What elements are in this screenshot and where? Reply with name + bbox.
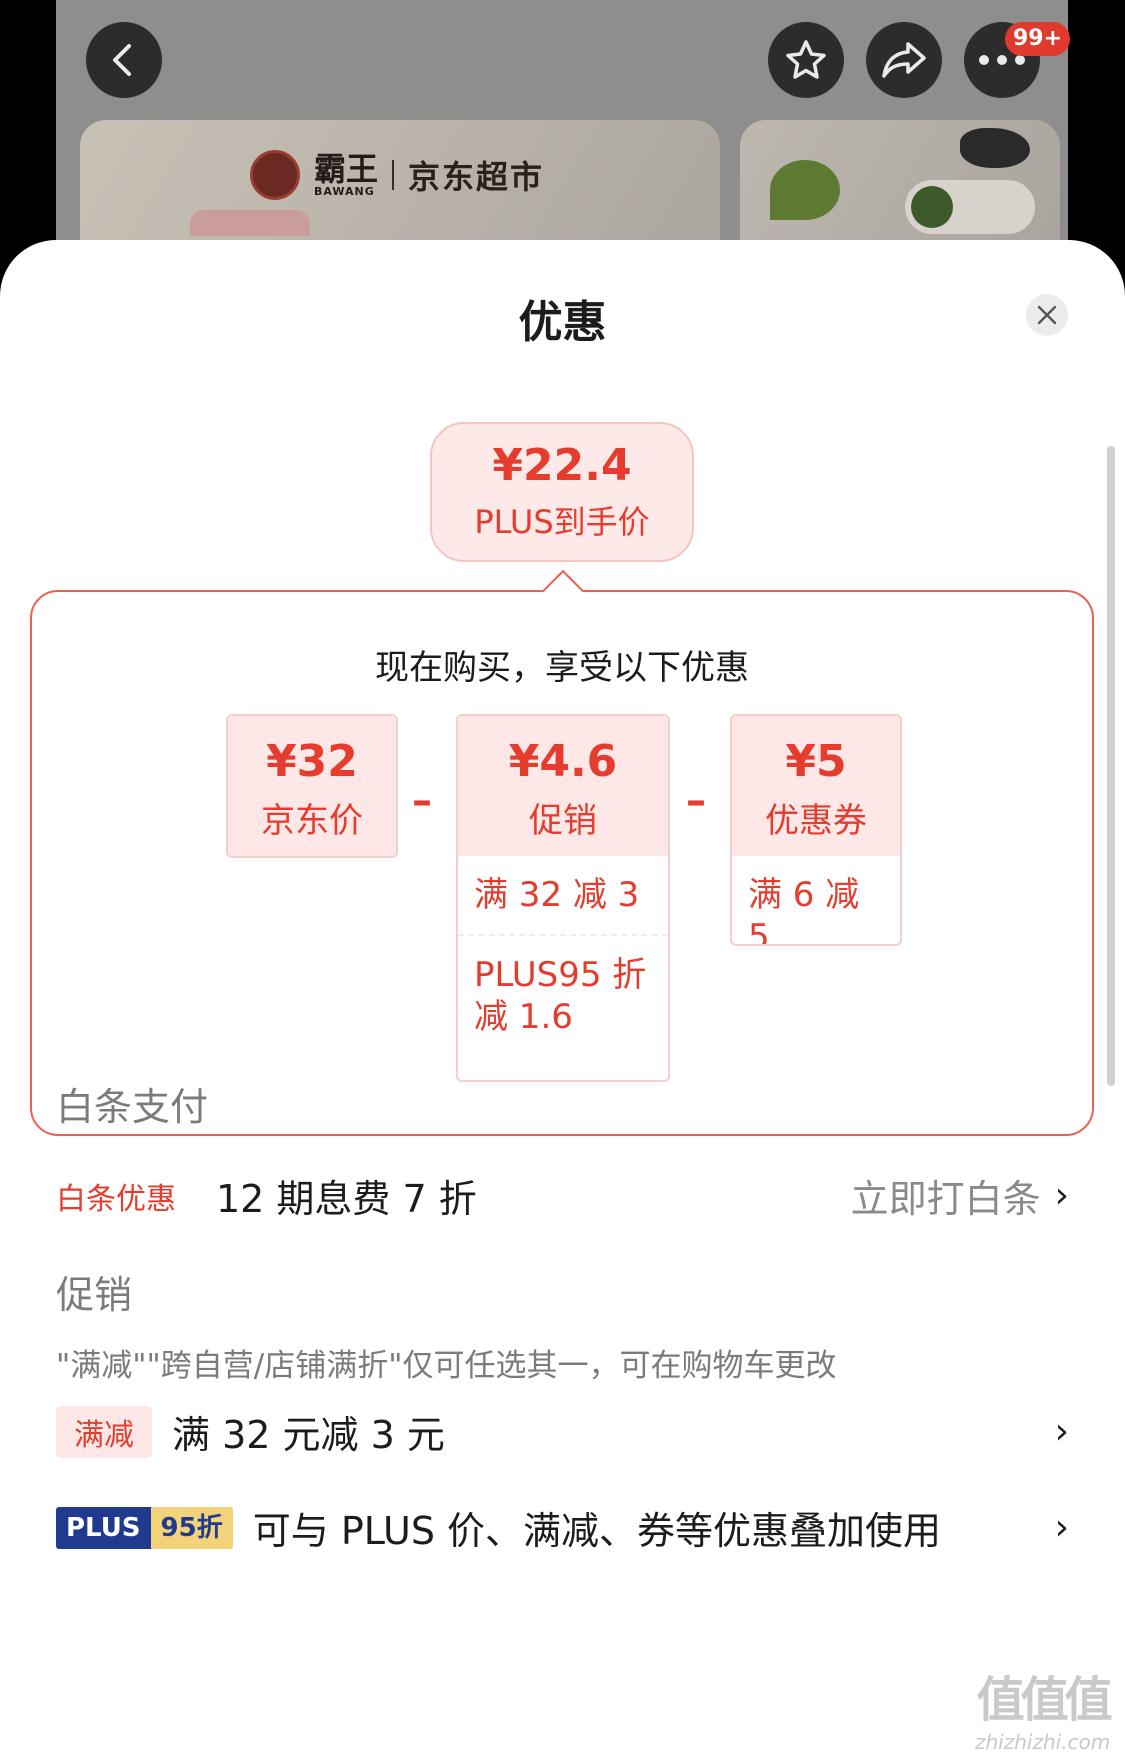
card-value: ¥4.6 <box>508 736 618 787</box>
ingredient-icon <box>911 186 953 228</box>
close-icon <box>1037 305 1057 325</box>
minus-operator: – <box>412 778 432 824</box>
plus-badge-label: PLUS <box>56 1506 151 1549</box>
plus-discount-text: 可与 PLUS 价、满减、券等优惠叠加使用 <box>252 1509 942 1553</box>
promo-section-title: 促销 <box>56 1273 133 1317</box>
close-button[interactable] <box>1026 294 1068 336</box>
baitiao-tag: 白条优惠 <box>56 1181 176 1217</box>
watermark-url: zhizhizhi.com <box>975 1730 1111 1754</box>
share-icon <box>882 42 926 78</box>
jd-price-card: ¥32 京东价 <box>226 714 398 858</box>
favorite-button[interactable] <box>768 22 844 98</box>
card-head: ¥4.6 促销 <box>458 716 668 856</box>
watermark: 值值值 zhizhizhi.com <box>975 1660 1113 1754</box>
leaf-image <box>770 160 840 220</box>
share-button[interactable] <box>866 22 942 98</box>
promo-note: "满减""跨自营/店铺满折"仅可任选其一，可在购物车更改 <box>56 1348 837 1384</box>
baitiao-section-title: 白条支付 <box>56 1085 209 1129</box>
discount-sheet: 优惠 ¥22.4 PLUS到手价 现在购买，享受以下优惠 ¥32 京东价 – ¥… <box>0 240 1125 1758</box>
promotion-line: 满 32 减 3 <box>474 875 640 915</box>
scrollbar[interactable] <box>1107 446 1115 1086</box>
more-icon <box>979 55 1025 65</box>
baitiao-row[interactable]: 白条优惠 12 期息费 7 折 立即打白条 › <box>56 1168 1069 1223</box>
plus-discount-badge: PLUS 95折 <box>56 1506 233 1549</box>
card-head: ¥5 优惠券 <box>732 716 900 856</box>
product-bottle-image <box>190 210 310 236</box>
coupon-card: ¥5 优惠券 满 6 减 5 <box>730 714 902 946</box>
final-price-label: PLUS到手价 <box>474 503 650 541</box>
final-price: ¥22.4 <box>492 440 632 491</box>
chevron-right-icon: › <box>1054 1507 1069 1548</box>
chevron-left-icon <box>113 44 131 76</box>
breakdown-title: 现在购买，享受以下优惠 <box>375 648 749 688</box>
full-reduction-text: 满 32 元减 3 元 <box>172 1413 445 1457</box>
final-price-box: ¥22.4 PLUS到手价 <box>430 422 694 562</box>
sheet-title: 优惠 <box>518 297 607 348</box>
brand-logo-icon <box>250 150 300 200</box>
brand-name: 霸王 <box>314 149 379 188</box>
promotion-card: ¥4.6 促销 满 32 减 3 PLUS95 折减 1.6 <box>456 714 670 1082</box>
promo-row-plus-discount[interactable]: PLUS 95折 可与 PLUS 价、满减、券等优惠叠加使用 › <box>56 1500 1069 1555</box>
card-label: 优惠券 <box>765 801 867 841</box>
coupon-line: 满 6 减 5 <box>748 875 860 946</box>
minus-operator: – <box>686 778 706 824</box>
rock-image <box>960 128 1030 168</box>
card-head: ¥32 京东价 <box>228 716 396 856</box>
baitiao-action[interactable]: 立即打白条 <box>850 1177 1041 1221</box>
back-button[interactable] <box>86 22 162 98</box>
brand-divider <box>392 160 395 190</box>
brand-sub: BAWANG <box>314 184 375 198</box>
notification-badge: 99+ <box>1005 22 1071 56</box>
promotion-line: PLUS95 折减 1.6 <box>458 934 668 1056</box>
plus-badge-discount: 95折 <box>150 1506 233 1549</box>
card-label: 促销 <box>529 801 597 841</box>
brand-wordmark: 霸王 BAWANG <box>314 153 378 198</box>
full-reduction-tag: 满减 <box>56 1405 152 1458</box>
baitiao-text: 12 期息费 7 折 <box>216 1177 477 1221</box>
star-icon <box>786 40 826 79</box>
card-value: ¥32 <box>266 736 358 787</box>
discount-breakdown: 现在购买，享受以下优惠 ¥32 京东价 – ¥4.6 促销 满 32 减 3 P… <box>30 590 1094 1136</box>
promo-row-full-reduction[interactable]: 满减 满 32 元减 3 元 › <box>56 1404 1069 1459</box>
card-label: 京东价 <box>261 801 363 841</box>
card-value: ¥5 <box>785 736 847 787</box>
brand-row: 霸王 BAWANG 京东超市 <box>250 150 544 200</box>
ingredient-card <box>905 180 1035 234</box>
watermark-logo: 值值值 <box>976 1672 1113 1728</box>
store-name: 京东超市 <box>408 158 545 196</box>
chevron-right-icon: › <box>1054 1175 1069 1216</box>
chevron-right-icon: › <box>1054 1411 1069 1452</box>
